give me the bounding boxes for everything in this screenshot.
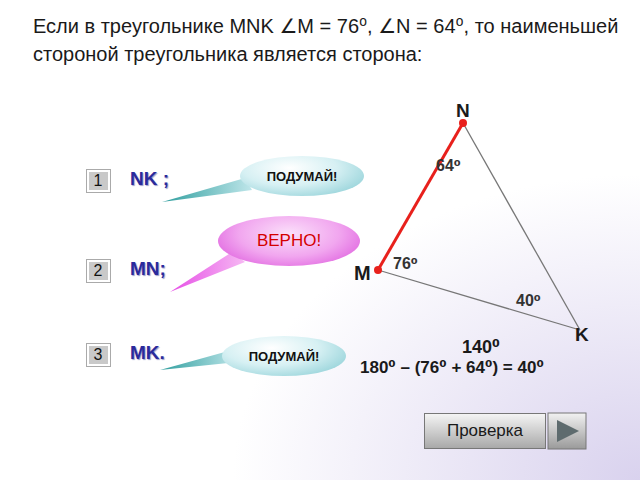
callout-bubble: ВЕРНО! <box>218 216 360 266</box>
callout-number: 1 <box>87 170 110 192</box>
callout-number: 3 <box>87 344 110 366</box>
vertex-label: N <box>456 100 470 122</box>
node-text: ПОДУМАЙ! <box>267 169 338 184</box>
callout-number: 2 <box>87 260 110 282</box>
play-button <box>548 413 586 449</box>
side-mn <box>378 123 463 270</box>
side-nk <box>463 123 580 330</box>
vertex-dot <box>374 266 382 274</box>
number-text: 1 <box>94 172 103 190</box>
callout-tail <box>170 252 245 292</box>
node-text: ВЕРНО! <box>257 231 321 251</box>
angle-formula: 180⁰ – (76⁰ + 64⁰) = 40⁰ <box>360 357 544 378</box>
angle-label: 76⁰ <box>393 254 418 273</box>
angle-label: 64⁰ <box>436 156 461 175</box>
play-arrow <box>557 420 579 442</box>
number-text: 3 <box>94 346 103 364</box>
number-text: 2 <box>94 262 103 280</box>
answer-option: NK ; <box>130 168 169 190</box>
node-text: ПОДУМАЙ! <box>249 349 320 364</box>
side-mk <box>378 270 580 330</box>
angle-label: 40⁰ <box>516 291 541 310</box>
vertex-label: K <box>575 324 589 346</box>
answer-option: MK. <box>130 342 165 364</box>
node-text: Проверка <box>447 421 523 441</box>
callout-bubble: ПОДУМАЙ! <box>240 156 364 196</box>
vertex-label: M <box>354 262 371 285</box>
question-title: Если в треугольнике MNK ∠M = 76⁰, ∠N = 6… <box>33 12 623 68</box>
callout-tail <box>162 178 252 202</box>
angle-sum: 140⁰ <box>462 336 500 358</box>
answer-option: MN; <box>130 258 166 280</box>
callout-bubble: ПОДУМАЙ! <box>222 336 346 376</box>
check-button: Проверка <box>424 413 546 449</box>
